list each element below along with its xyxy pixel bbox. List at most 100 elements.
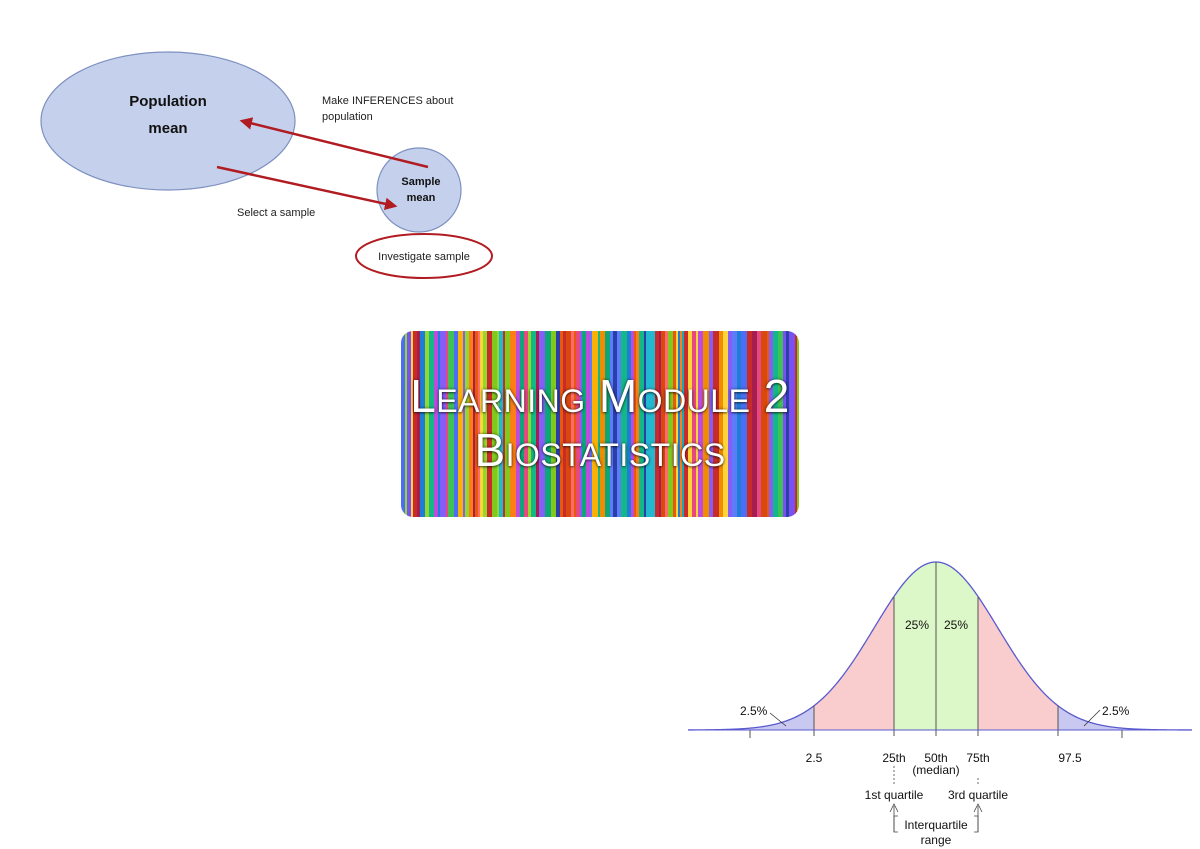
inference-label-2: population: [322, 111, 373, 123]
first-quartile-label: 1st quartile: [865, 788, 924, 802]
banner-stripe: [713, 331, 720, 517]
banner-stripe: [737, 331, 742, 517]
banner-stripe: [605, 331, 611, 517]
banner-stripe: [492, 331, 498, 517]
banner-stripe: [407, 331, 412, 517]
banner-stripe: [757, 331, 762, 517]
banner-stripe: [783, 331, 787, 517]
banner-stripe: [505, 331, 511, 517]
sampling-diagram: Population mean Sample mean Make INFEREN…: [40, 51, 493, 279]
banner-stripe: [617, 331, 622, 517]
banner-stripe: [590, 331, 593, 517]
banner-stripe: [723, 331, 729, 517]
banner-stripe: [563, 331, 567, 517]
banner-stripe: [469, 331, 474, 517]
banner-stripe: [661, 331, 666, 517]
banner-stripe: [458, 331, 464, 517]
iqr-label-2: range: [921, 833, 952, 847]
banner-stripe: [769, 331, 774, 517]
tick-label-75th: 75th: [966, 751, 989, 765]
banner-stripe: [539, 331, 546, 517]
banner-stripe: [631, 331, 635, 517]
banner-stripe: [478, 331, 481, 517]
banner-stripe: [696, 331, 699, 517]
banner-stripe: [627, 331, 632, 517]
tick-label-median: (median): [912, 763, 959, 777]
middle-right-region: [978, 596, 1058, 730]
banner-stripe: [448, 331, 455, 517]
banner-stripe: [560, 331, 564, 517]
banner-stripe: [634, 331, 637, 517]
banner-stripe: [651, 331, 656, 517]
population-ellipse: [40, 51, 296, 191]
banner-stripe: [411, 331, 414, 517]
banner-stripe: [761, 331, 768, 517]
banner-stripe: [497, 331, 500, 517]
banner-stripe: [592, 331, 599, 517]
inference-arrow: [239, 117, 429, 169]
banner-stripe: [551, 331, 557, 517]
banner-stripe: [463, 331, 466, 517]
tick-label-25th: 25th: [882, 751, 905, 765]
banner-stripe: [692, 331, 697, 517]
banner-stripe: [789, 331, 796, 517]
middle-left-region: [814, 596, 894, 730]
tail-right-pct: 2.5%: [1102, 704, 1130, 718]
banner-stripe: [413, 331, 418, 517]
banner-stripe: [401, 331, 406, 517]
banner-stripe: [698, 331, 704, 517]
sample-label: Sample: [401, 176, 440, 188]
banner-stripe: [586, 331, 591, 517]
investigate-sample-ellipse: [355, 233, 493, 279]
banner-stripe: [786, 331, 790, 517]
banner-stripe: [465, 331, 470, 517]
tail-right-region: [1058, 705, 1192, 730]
banner-stripe: [425, 331, 430, 517]
banner-stripe: [473, 331, 476, 517]
banner-stripe: [678, 331, 681, 517]
sample-mean-label: mean: [407, 192, 436, 204]
banner-stripe: [728, 331, 733, 517]
banner-stripe: [531, 331, 537, 517]
banner-stripe: [676, 331, 679, 517]
banner-stripe: [580, 331, 583, 517]
banner-stripe: [684, 331, 689, 517]
striped-background: [401, 331, 799, 517]
normal-distribution-diagram: 25% 25% 2.5% 2.5% 2.5 25th 50th (median)…: [688, 561, 1193, 847]
banner-stripe: [429, 331, 435, 517]
banner-stripe: [673, 331, 677, 517]
sample-circle: [376, 147, 462, 233]
tail-left-pct: 2.5%: [740, 704, 768, 718]
banner-stripe: [773, 331, 779, 517]
module-subtitle: Biostatistics: [474, 424, 726, 476]
banner-stripe: [510, 331, 517, 517]
banner-stripe: [434, 331, 439, 517]
banner-stripe: [646, 331, 652, 517]
investigate-sample-label: Investigate sample: [378, 251, 470, 263]
banner-stripe: [475, 331, 479, 517]
banner-stripe: [536, 331, 540, 517]
banner-stripe: [582, 331, 587, 517]
banner-stripe: [446, 331, 449, 517]
banner-stripe: [747, 331, 753, 517]
banner-stripe: [503, 331, 506, 517]
banner-stripe: [639, 331, 645, 517]
iqr-arrowhead-right: [973, 803, 983, 813]
banner-stripe: [524, 331, 529, 517]
banner-stripe: [598, 331, 601, 517]
banner-stripe: [483, 331, 488, 517]
banner-stripe: [767, 331, 770, 517]
tick-label-97-5: 97.5: [1058, 751, 1082, 765]
banner-stripe: [655, 331, 660, 517]
banner-stripe: [668, 331, 674, 517]
banner-stripe: [440, 331, 447, 517]
banner-stripe: [778, 331, 784, 517]
banner-stripe: [420, 331, 426, 517]
banner-stripe: [659, 331, 662, 517]
banner-stripe: [741, 331, 748, 517]
banner-stripe: [644, 331, 647, 517]
banner-stripe: [732, 331, 738, 517]
inner-left-pct: 25%: [905, 618, 929, 632]
banner-stripe: [516, 331, 521, 517]
population-label: Population: [129, 93, 207, 110]
